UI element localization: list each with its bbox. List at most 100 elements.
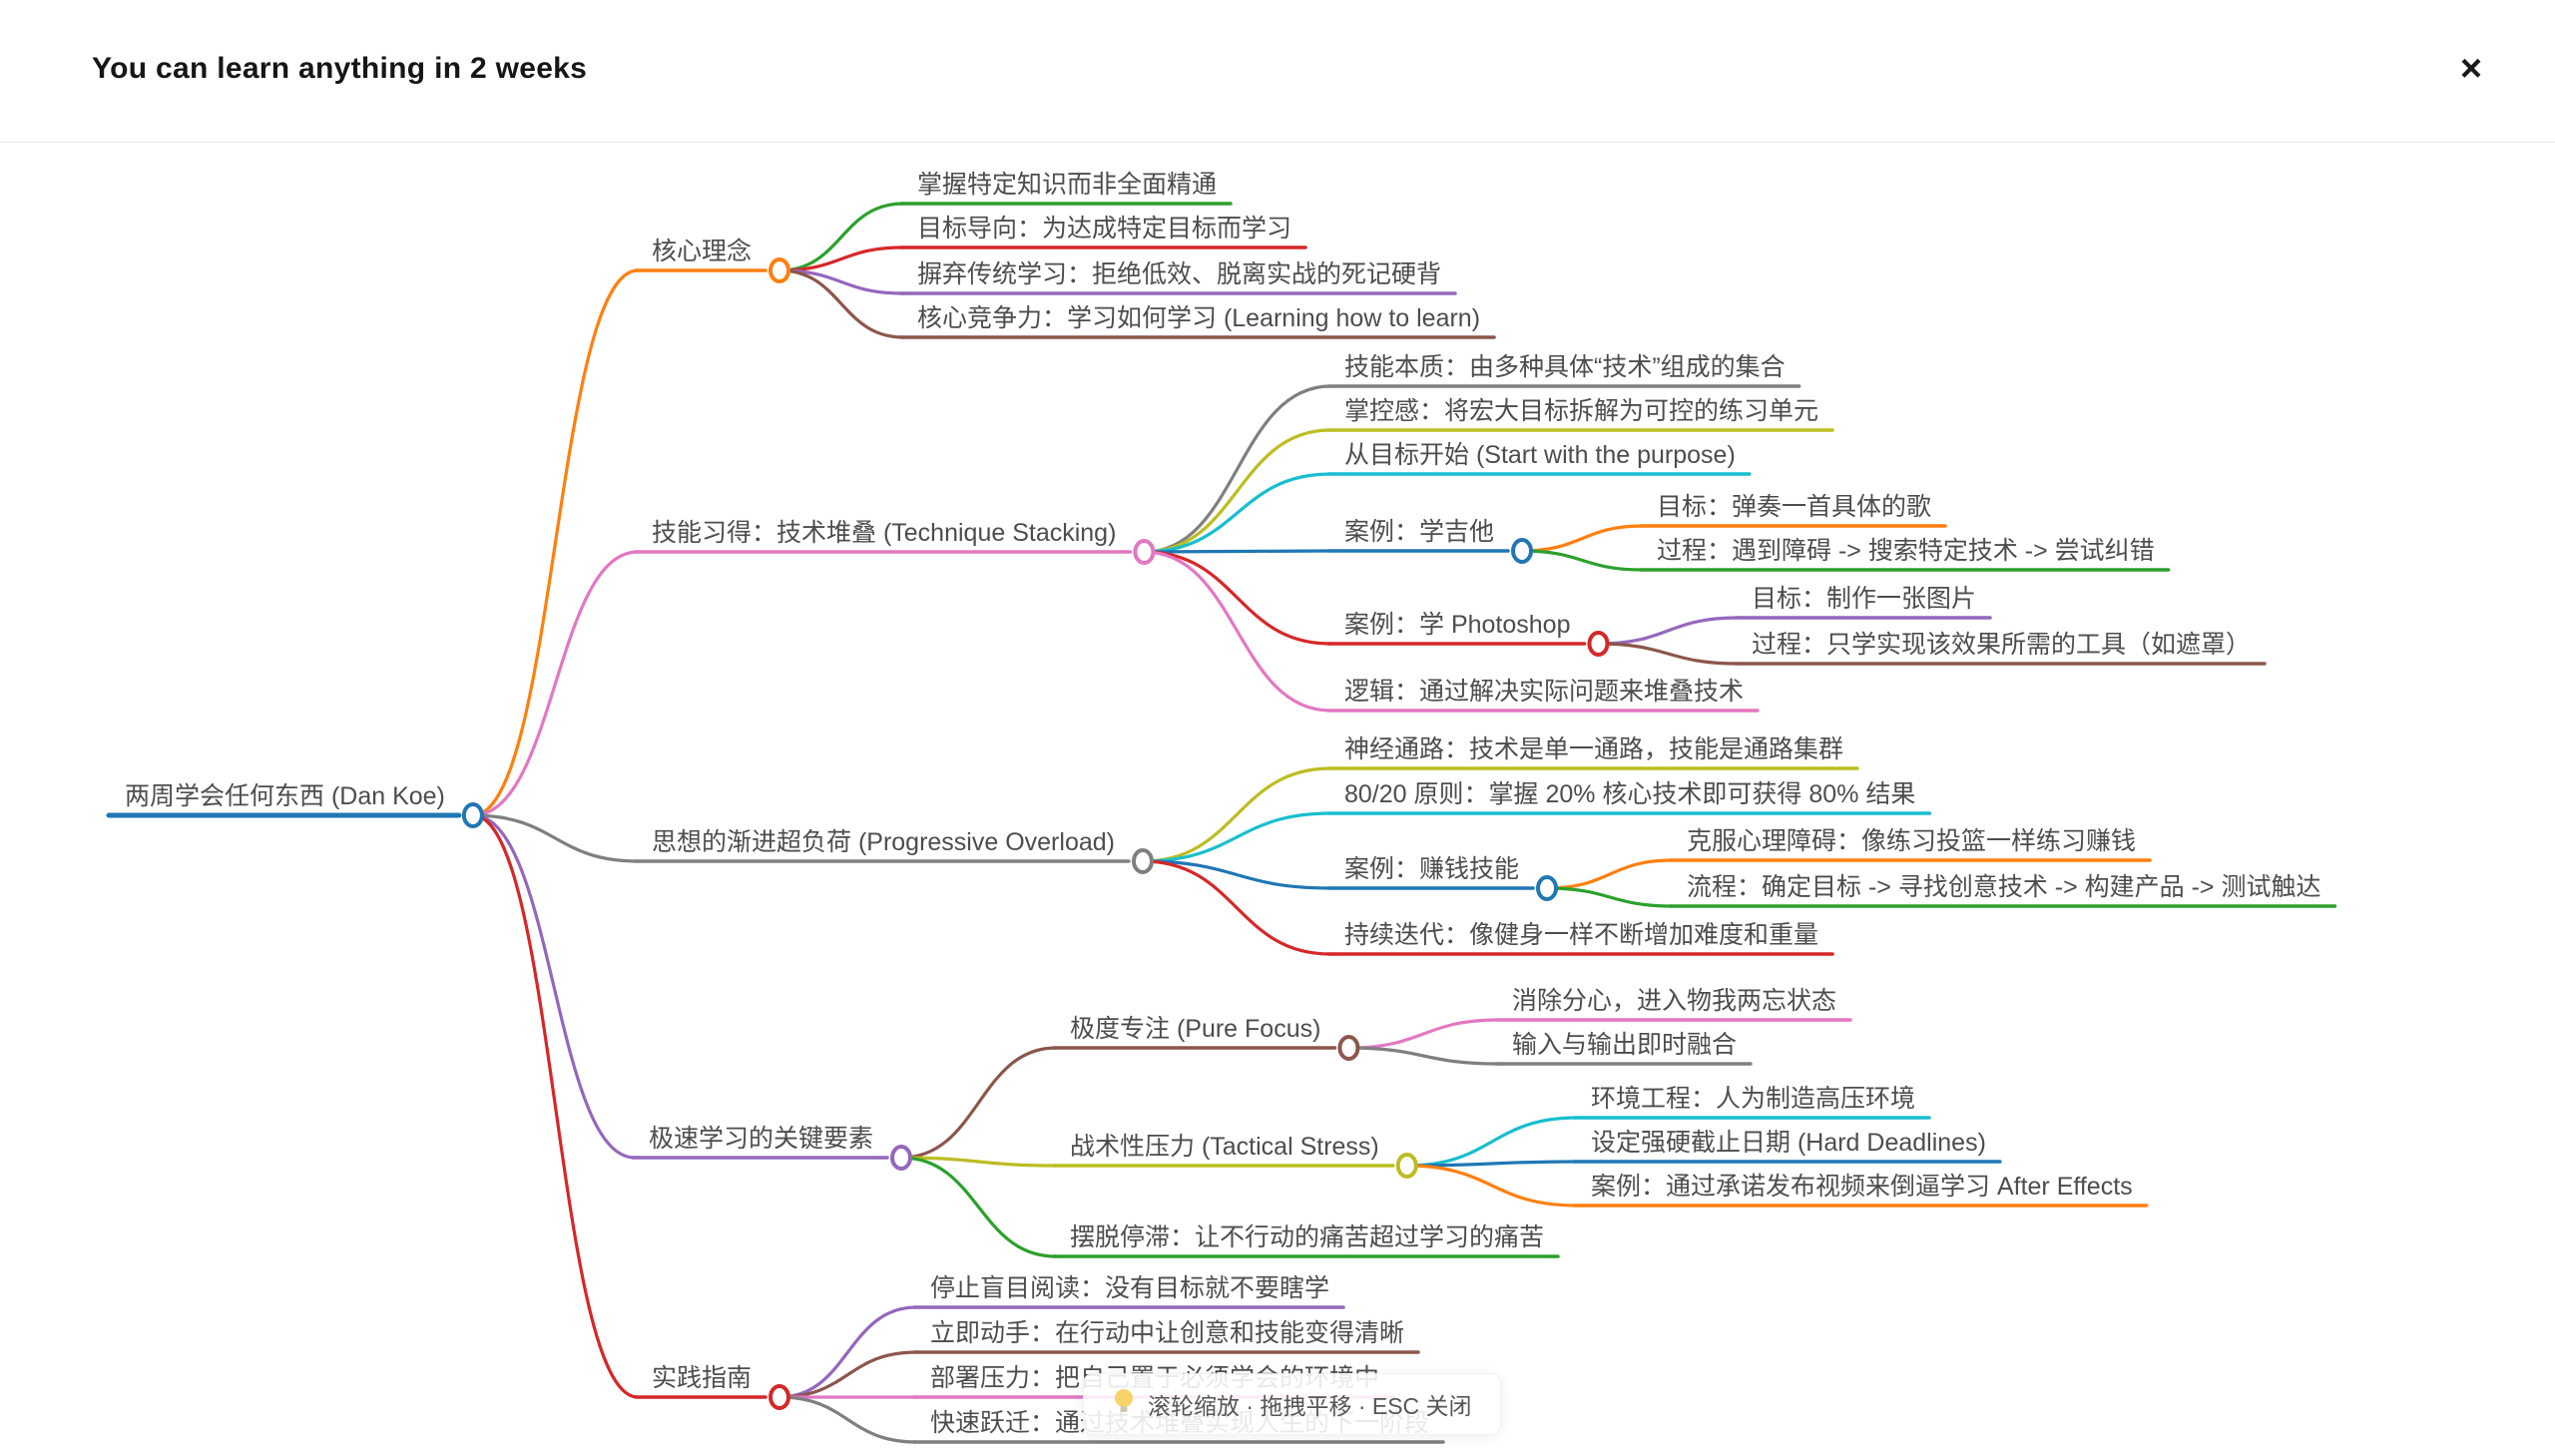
mindmap-node-root[interactable]: 两周学会任何东西 (Dan Koe) — [106, 782, 484, 828]
mindmap-link — [1598, 616, 1739, 646]
svg-text:立即动手：在行动中让创意和技能变得清晰: 立即动手：在行动中让创意和技能变得清晰 — [930, 1319, 1404, 1347]
svg-text:案例：通过承诺发布视频来倒逼学习 After Effects: 案例：通过承诺发布视频来倒逼学习 After Effects — [1591, 1173, 2133, 1201]
mindmap-node-stress[interactable]: 战术性压力 (Tactical Stress) — [1052, 1133, 1418, 1179]
mindmap-link — [1144, 428, 1331, 554]
svg-text:案例：赚钱技能: 案例：赚钱技能 — [1344, 855, 1519, 883]
mindmap-node-ps-goal[interactable]: 目标：制作一张图片 — [1734, 585, 1992, 620]
mindmap-link — [779, 245, 904, 272]
mindmap-link — [901, 1156, 1057, 1258]
mindmap-link — [1547, 886, 1674, 908]
mindmap-node-skill[interactable]: 技能习得：技术堆叠 (Technique Stacking) — [634, 519, 1156, 565]
mindmap-node-pareto[interactable]: 80/20 原则：掌握 20% 核心技术即可获得 80% 结果 — [1326, 780, 1932, 815]
svg-text:摒弃传统学习：拒绝低效、脱离实战的死记硬背: 摒弃传统学习：拒绝低效、脱离实战的死记硬背 — [917, 260, 1441, 288]
svg-text:逻辑：通过解决实际问题来堆叠技术: 逻辑：通过解决实际问题来堆叠技术 — [1344, 678, 1744, 706]
mindmap-link — [779, 1305, 917, 1399]
svg-text:目标导向：为达成特定目标而学习: 目标导向：为达成特定目标而学习 — [917, 215, 1291, 243]
svg-text:技能习得：技术堆叠 (Technique Stacking): 技能习得：技术堆叠 (Technique Stacking) — [652, 519, 1116, 547]
mindmap-link — [1406, 1164, 1578, 1208]
mindmap-link — [1144, 550, 1331, 713]
svg-text:摆脱停滞：让不行动的痛苦超过学习的痛苦: 摆脱停滞：让不行动的痛苦超过学习的痛苦 — [1070, 1223, 1544, 1251]
svg-text:克服心理障碍：像练习投篮一样练习赚钱: 克服心理障碍：像练习投篮一样练习赚钱 — [1687, 827, 2136, 855]
mindmap-node-skill-control[interactable]: 掌控感：将宏大目标拆解为可控的练习单元 — [1326, 397, 1834, 432]
svg-text:过程：遇到障碍 -> 搜索特定技术 -> 尝试纠错: 过程：遇到障碍 -> 搜索特定技术 -> 尝试纠错 — [1657, 537, 2155, 565]
mindmap-link — [472, 550, 639, 817]
mindmap-node-core-specific[interactable]: 掌握特定知识而非全面精通 — [899, 171, 1233, 206]
mindmap-node-keys[interactable]: 极速学习的关键要素 — [631, 1125, 913, 1171]
mindmap-link — [1144, 549, 1331, 554]
mindmap-node-practice-act[interactable]: 立即动手：在行动中让创意和技能变得清晰 — [912, 1319, 1420, 1354]
mindmap-link — [1142, 859, 1331, 890]
mindmap-link — [901, 1046, 1057, 1160]
mindmap-link — [472, 268, 639, 817]
svg-text:停止盲目阅读：没有目标就不要瞎学: 停止盲目阅读：没有目标就不要瞎学 — [930, 1274, 1329, 1302]
mindmap-link — [1142, 811, 1331, 863]
svg-text:技能本质：由多种具体“技术”组成的集合: 技能本质：由多种具体“技术”组成的集合 — [1344, 353, 1786, 381]
mindmap-node-focus[interactable]: 极度专注 (Pure Focus) — [1052, 1015, 1360, 1061]
mindmap-link — [1142, 859, 1331, 956]
mindmap-node-core-goal[interactable]: 目标导向：为达成特定目标而学习 — [899, 215, 1307, 249]
mindmap-link — [1522, 549, 1644, 572]
mindmap-node-practice[interactable]: 实践指南 — [634, 1364, 791, 1410]
mindmap-node-iterate[interactable]: 持续迭代：像健身一样不断增加难度和重量 — [1326, 921, 1834, 956]
svg-text:输入与输出即时融合: 输入与输出即时融合 — [1512, 1031, 1737, 1059]
svg-text:消除分心，进入物我两忘状态: 消除分心，进入物我两忘状态 — [1512, 987, 1836, 1015]
mindmap-node-skill-purpose[interactable]: 从目标开始 (Start with the purpose) — [1326, 441, 1752, 476]
svg-text:80/20 原则：掌握 20% 核心技术即可获得 80% 结: 80/20 原则：掌握 20% 核心技术即可获得 80% 结果 — [1344, 780, 1915, 808]
mindmap-link — [1144, 550, 1331, 646]
mindmap-node-ps-process[interactable]: 过程：只学实现该效果所需的工具（如遮罩） — [1734, 631, 2267, 666]
mindmap-node-stress-deadline[interactable]: 设定强硬截止日期 (Hard Deadlines) — [1573, 1129, 2002, 1164]
mindmap-node-overload[interactable]: 思想的渐进超负荷 (Progressive Overload) — [634, 828, 1154, 874]
svg-text:过程：只学实现该效果所需的工具（如遮罩）: 过程：只学实现该效果所需的工具（如遮罩） — [1752, 631, 2251, 659]
svg-text:战术性压力 (Tactical Stress): 战术性压力 (Tactical Stress) — [1070, 1133, 1379, 1161]
mindmap-node-neural[interactable]: 神经通路：技术是单一通路，技能是通路集群 — [1326, 735, 1859, 770]
svg-text:核心理念: 核心理念 — [652, 238, 752, 265]
mindmap-link — [472, 813, 639, 863]
mindmap-node-money-mindset[interactable]: 克服心理障碍：像练习投篮一样练习赚钱 — [1669, 827, 2152, 862]
svg-text:目标：制作一张图片: 目标：制作一张图片 — [1752, 585, 1976, 613]
svg-text:流程：确定目标 -> 寻找创意技术 -> 构建产品 -> 测: 流程：确定目标 -> 寻找创意技术 -> 构建产品 -> 测试触达 — [1687, 873, 2320, 901]
svg-text:实践指南: 实践指南 — [652, 1364, 752, 1392]
mindmap-node-guitar-goal[interactable]: 目标：弹奏一首具体的歌 — [1639, 493, 1947, 528]
zoom-hint-toast: 滚轮缩放 · 拖拽平移 · ESC 关闭 — [1083, 1373, 1501, 1435]
svg-text:环境工程：人为制造高压环境: 环境工程：人为制造高压环境 — [1591, 1085, 1915, 1113]
svg-text:持续迭代：像健身一样不断增加难度和重量: 持续迭代：像健身一样不断增加难度和重量 — [1344, 921, 1818, 949]
mindmap-node-stuck[interactable]: 摆脱停滞：让不行动的痛苦超过学习的痛苦 — [1052, 1223, 1560, 1258]
mindmap-nodes: 两周学会任何东西 (Dan Koe) 核心理念 掌握特定知识而非全面精通目标导向：为… — [106, 171, 2337, 1444]
mindmap-link — [1547, 858, 1674, 890]
mindmap-node-guitar-process[interactable]: 过程：遇到障碍 -> 搜索特定技术 -> 尝试纠错 — [1639, 537, 2171, 572]
mindmap-node-skill-ps[interactable]: 案例：学 Photoshop — [1326, 611, 1610, 657]
mindmap-link — [1406, 1116, 1578, 1168]
mindmap-node-core-meta[interactable]: 核心竞争力：学习如何学习 (Learning how to learn) — [899, 304, 1496, 339]
svg-text:设定强硬截止日期 (Hard Deadlines): 设定强硬截止日期 (Hard Deadlines) — [1591, 1129, 1986, 1157]
modal-header: You can learn anything in 2 weeks × — [0, 0, 2555, 143]
mindmap-link — [1406, 1160, 1578, 1168]
mindmap-node-focus-merge[interactable]: 输入与输出即时融合 — [1494, 1031, 1753, 1066]
mindmap-node-practice-read[interactable]: 停止盲目阅读：没有目标就不要瞎学 — [912, 1274, 1345, 1309]
svg-text:从目标开始 (Start with the purpose): 从目标开始 (Start with the purpose) — [1344, 441, 1736, 469]
svg-text:掌握特定知识而非全面精通: 掌握特定知识而非全面精通 — [917, 171, 1217, 199]
mindmap-link — [1522, 524, 1644, 553]
mindmap-node-focus-flow[interactable]: 消除分心，进入物我两忘状态 — [1494, 987, 1852, 1022]
svg-text:思想的渐进超负荷 (Progressive Overload: 思想的渐进超负荷 (Progressive Overload) — [652, 828, 1115, 856]
mindmap-node-money-flow[interactable]: 流程：确定目标 -> 寻找创意技术 -> 构建产品 -> 测试触达 — [1669, 873, 2337, 908]
lightbulb-icon — [1112, 1387, 1136, 1421]
mindmap-node-skill-logic[interactable]: 逻辑：通过解决实际问题来堆叠技术 — [1326, 678, 1760, 713]
mindmap-node-skill-guitar[interactable]: 案例：学吉他 — [1326, 518, 1534, 564]
mindmap-node-money[interactable]: 案例：赚钱技能 — [1326, 855, 1559, 901]
svg-text:掌控感：将宏大目标拆解为可控的练习单元: 掌控感：将宏大目标拆解为可控的练习单元 — [1344, 397, 1818, 425]
mindmap-node-skill-essence[interactable]: 技能本质：由多种具体“技术”组成的集合 — [1326, 353, 1801, 388]
mindmap-node-core-discard[interactable]: 摒弃传统学习：拒绝低效、脱离实战的死记硬背 — [899, 260, 1457, 295]
svg-text:神经通路：技术是单一通路，技能是通路集群: 神经通路：技术是单一通路，技能是通路集群 — [1344, 735, 1843, 763]
mindmap-node-stress-case[interactable]: 案例：通过承诺发布视频来倒逼学习 After Effects — [1573, 1173, 2149, 1208]
mindmap-link — [472, 813, 639, 1399]
mindmap-link — [779, 202, 904, 272]
svg-text:核心竞争力：学习如何学习 (Learning how to: 核心竞争力：学习如何学习 (Learning how to learn) — [917, 304, 1480, 332]
mindmap-link — [472, 813, 636, 1160]
svg-text:目标：弹奏一首具体的歌: 目标：弹奏一首具体的歌 — [1657, 493, 1931, 521]
close-icon[interactable]: × — [2459, 48, 2483, 90]
mindmap-node-stress-env[interactable]: 环境工程：人为制造高压环境 — [1573, 1085, 1931, 1120]
mindmap-node-core[interactable]: 核心理念 — [634, 238, 791, 283]
mindmap-link — [1348, 1046, 1499, 1066]
mindmap-link — [1144, 384, 1331, 554]
